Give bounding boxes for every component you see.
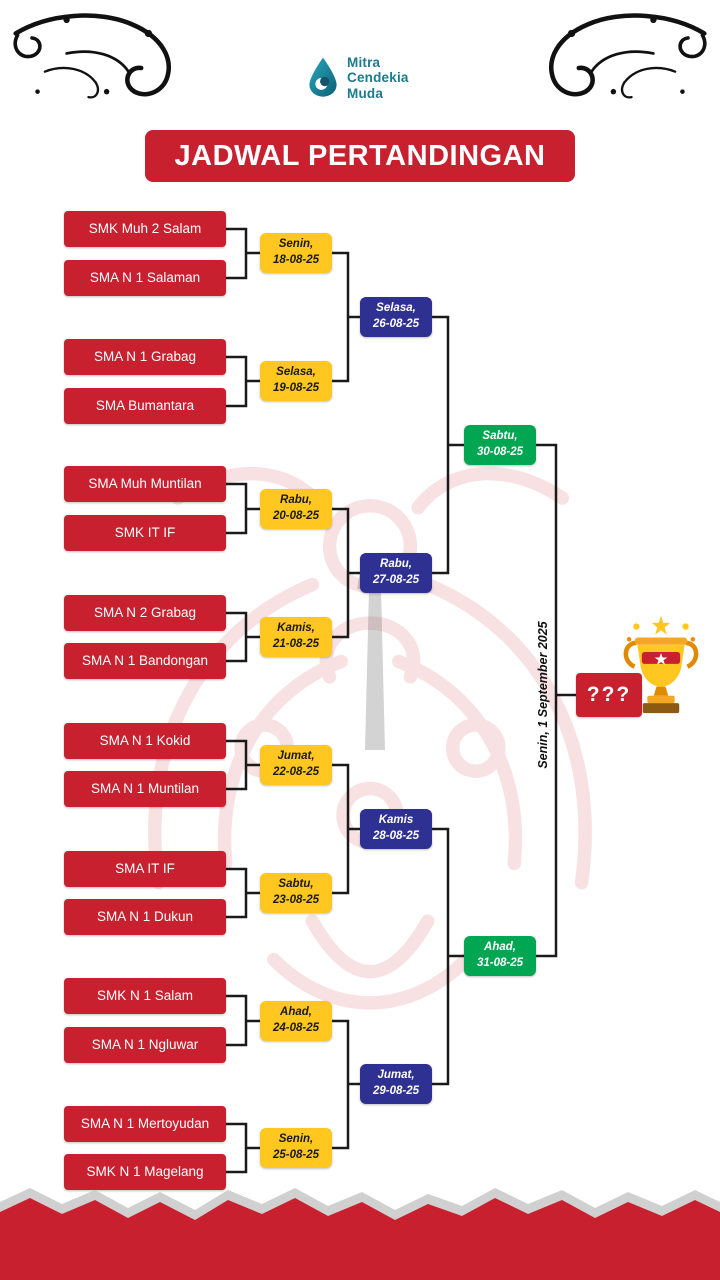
- match-date-round1: Ahad, 24-08-25: [260, 1001, 332, 1041]
- match-day: Senin,: [278, 238, 314, 251]
- match-day: Sabtu,: [482, 430, 518, 443]
- match-date: 20-08-25: [272, 510, 320, 522]
- match-date-round1: Jumat, 22-08-25: [260, 745, 332, 785]
- logo-line-1: Mitra: [347, 55, 381, 71]
- match-day: Kamis: [378, 814, 414, 827]
- match-date: 18-08-25: [272, 254, 320, 266]
- team-box: SMA N 1 Kokid: [64, 723, 226, 759]
- match-date-round1: Selasa, 19-08-25: [260, 361, 332, 401]
- team-box: SMK Muh 2 Salam: [64, 211, 226, 247]
- team-box: SMA N 1 Ngluwar: [64, 1027, 226, 1063]
- team-box: SMA N 2 Grabag: [64, 595, 226, 631]
- team-box: SMK N 1 Salam: [64, 978, 226, 1014]
- match-date: 23-08-25: [272, 894, 320, 906]
- match-date-round2: Rabu, 27-08-25: [360, 553, 432, 593]
- team-box: SMA Bumantara: [64, 388, 226, 424]
- team-box: SMA N 1 Grabag: [64, 339, 226, 375]
- match-date: 28-08-25: [372, 830, 420, 842]
- team-box: SMK IT IF: [64, 515, 226, 551]
- logo-line-3: Muda: [347, 85, 384, 101]
- final-schedule-label: Senin, 1 September 2025: [536, 621, 550, 769]
- team-box: SMA IT IF: [64, 851, 226, 887]
- logo-line-2: Cendekia: [347, 70, 409, 86]
- match-date: 26-08-25: [372, 318, 420, 330]
- match-day: Jumat,: [377, 1069, 415, 1082]
- winner-placeholder-box: ???: [576, 673, 642, 717]
- team-box: SMA N 1 Mertoyudan: [64, 1106, 226, 1142]
- page-title: JADWAL PERTANDINGAN: [145, 130, 575, 182]
- team-box: SMA N 1 Bandongan: [64, 643, 226, 679]
- match-date-round1: Sabtu, 23-08-25: [260, 873, 332, 913]
- team-box: SMA N 1 Dukun: [64, 899, 226, 935]
- match-date-round2: Kamis 28-08-25: [360, 809, 432, 849]
- logo-text: Mitra Cendekia Muda: [347, 55, 409, 100]
- match-day: Ahad,: [484, 941, 516, 954]
- match-date: 24-08-25: [272, 1022, 320, 1034]
- team-box: SMK N 1 Magelang: [64, 1154, 226, 1190]
- match-date: 27-08-25: [372, 574, 420, 586]
- match-date: 29-08-25: [372, 1085, 420, 1097]
- match-date-semifinal: Ahad, 31-08-25: [464, 936, 536, 976]
- match-day: Selasa,: [276, 366, 316, 379]
- corner-flourish-right-icon: [549, 13, 707, 99]
- match-day: Ahad,: [280, 1006, 312, 1019]
- corner-flourish-left-icon: [13, 13, 171, 99]
- match-date: 19-08-25: [272, 382, 320, 394]
- match-day: Kamis,: [277, 622, 315, 635]
- match-day: Senin,: [278, 1133, 314, 1146]
- match-date: 21-08-25: [272, 638, 320, 650]
- match-date: 22-08-25: [272, 766, 320, 778]
- match-date-semifinal: Sabtu, 30-08-25: [464, 425, 536, 465]
- match-date-round2: Jumat, 29-08-25: [360, 1064, 432, 1104]
- match-day: Selasa,: [376, 302, 416, 315]
- match-date: 30-08-25: [476, 446, 524, 458]
- match-date-round2: Selasa, 26-08-25: [360, 297, 432, 337]
- match-date: 31-08-25: [476, 957, 524, 969]
- water-drop-logo-icon: [309, 57, 337, 97]
- match-day: Sabtu,: [278, 878, 314, 891]
- match-date-round1: Rabu, 20-08-25: [260, 489, 332, 529]
- match-day: Rabu,: [380, 558, 412, 571]
- team-box: SMA N 1 Salaman: [64, 260, 226, 296]
- logo: Mitra Cendekia Muda: [306, 42, 466, 114]
- team-box: SMA N 1 Muntilan: [64, 771, 226, 807]
- match-date: 25-08-25: [272, 1149, 320, 1161]
- match-date-round1: Senin, 18-08-25: [260, 233, 332, 273]
- match-date-round1: Senin, 25-08-25: [260, 1128, 332, 1168]
- team-box: SMA Muh Muntilan: [64, 466, 226, 502]
- match-date-round1: Kamis, 21-08-25: [260, 617, 332, 657]
- match-day: Rabu,: [280, 494, 312, 507]
- match-day: Jumat,: [277, 750, 315, 763]
